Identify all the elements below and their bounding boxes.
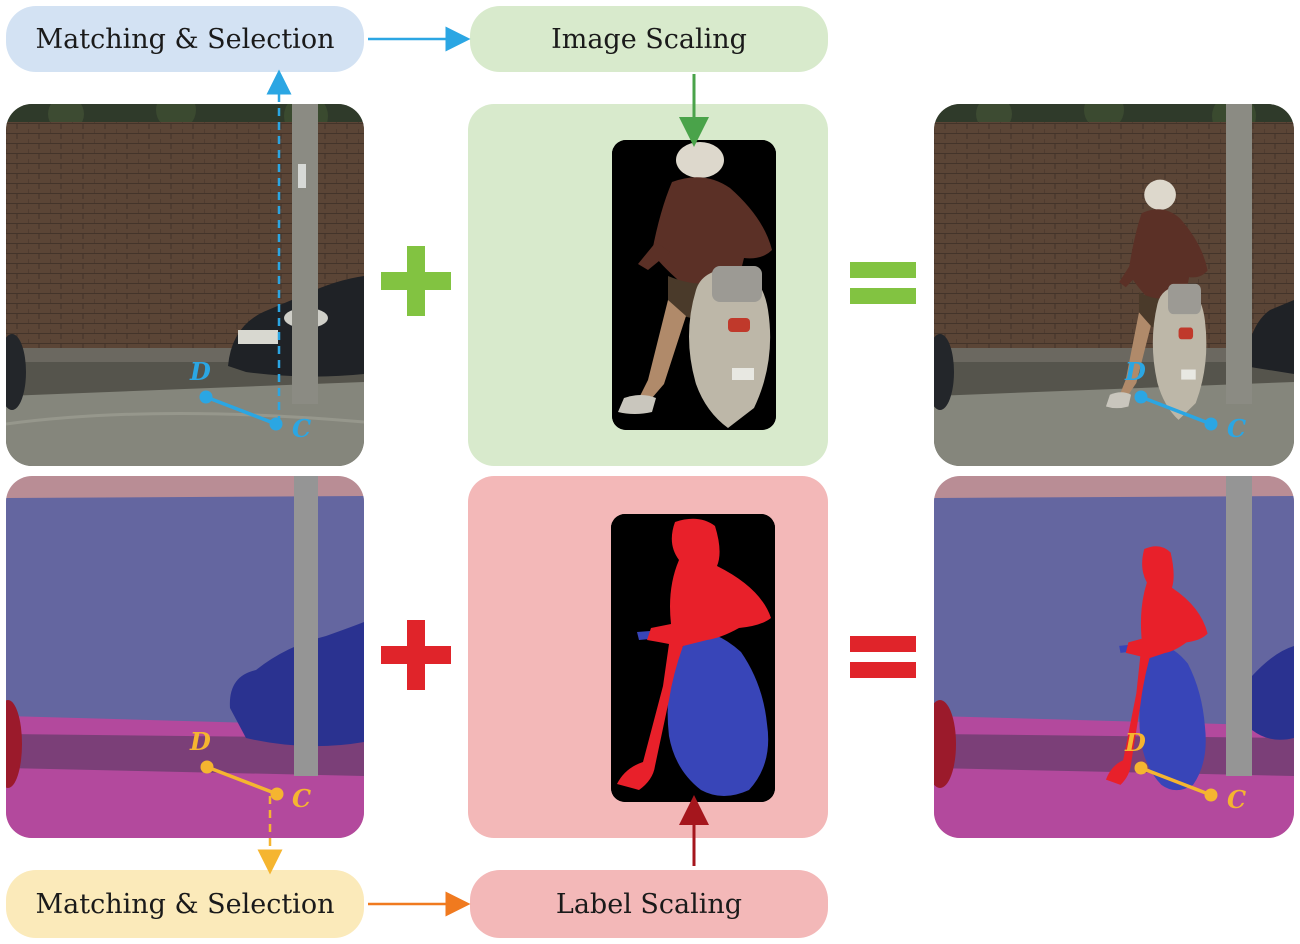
plus-red-icon bbox=[381, 620, 451, 690]
plus-green-icon bbox=[381, 246, 451, 316]
augmented-street-image bbox=[934, 104, 1294, 466]
matching-selection-bottom-label: Matching & Selection bbox=[35, 888, 335, 920]
point-c-label-source-label: C bbox=[292, 784, 312, 813]
dc-segment-augmented-label bbox=[1134, 761, 1218, 802]
point-d-label-augmented-image: D bbox=[1125, 357, 1146, 386]
point-c-label-augmented-image: C bbox=[1227, 414, 1247, 443]
image-scaling-box: Image Scaling bbox=[470, 6, 828, 72]
dc-segment-source-image bbox=[199, 390, 283, 431]
point-d-label-augmented-label: D bbox=[1125, 728, 1146, 757]
matching-selection-top-label: Matching & Selection bbox=[35, 23, 335, 55]
matching-selection-bottom-box: Matching & Selection bbox=[6, 870, 364, 938]
point-c-label-source-image: C bbox=[292, 414, 312, 443]
equals-green-icon bbox=[850, 262, 916, 304]
source-street-image bbox=[6, 104, 364, 466]
dc-segment-source-label bbox=[200, 760, 284, 801]
matching-selection-top-box: Matching & Selection bbox=[6, 6, 364, 72]
image-scaling-label: Image Scaling bbox=[551, 23, 747, 55]
point-c-label-augmented-label: C bbox=[1227, 785, 1247, 814]
point-d-label-source-label: D bbox=[190, 727, 211, 756]
dc-segment-augmented-image bbox=[1134, 390, 1218, 431]
scaled-label-mask bbox=[611, 514, 775, 802]
label-scaling-label: Label Scaling bbox=[555, 888, 743, 920]
equals-red-icon bbox=[850, 636, 916, 678]
label-scaling-box: Label Scaling bbox=[470, 870, 828, 938]
scaled-rider-image bbox=[612, 140, 776, 430]
augmented-label-map bbox=[934, 476, 1294, 838]
source-label-map bbox=[6, 476, 364, 838]
point-d-label-source-image: D bbox=[190, 357, 211, 386]
